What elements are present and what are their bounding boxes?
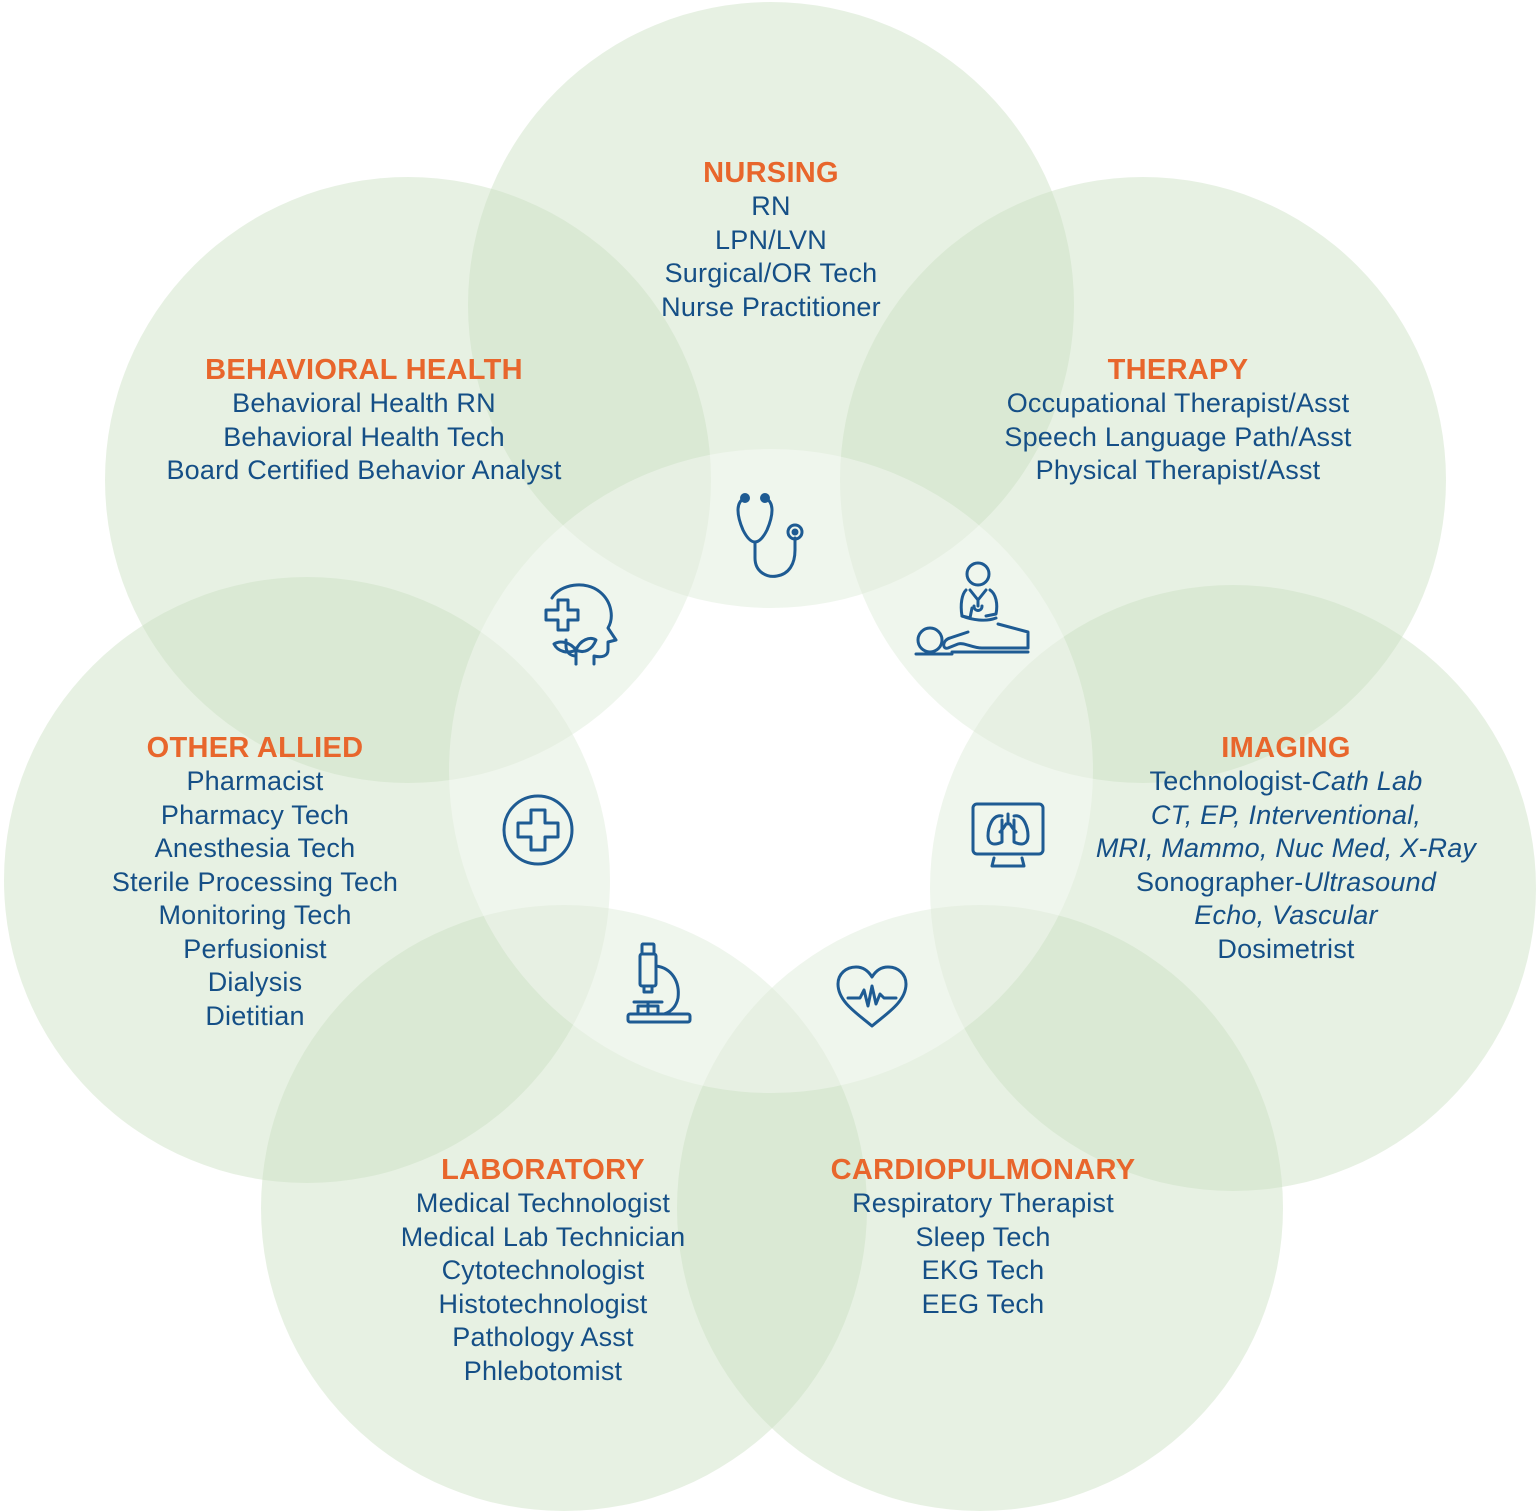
lung-monitor-icon (970, 800, 1046, 870)
list-item: Dietitian (205, 1000, 305, 1031)
list-item: Physical Therapist/Asst (1035, 455, 1321, 485)
list-item: Cytotechnologist (441, 1255, 645, 1285)
item-text-italic: Echo, Vascular (1194, 900, 1378, 930)
list-item: Perfusionist (183, 933, 327, 964)
group-title: CARDIOPULMONARY (830, 1154, 1136, 1186)
list-item: Medical Lab Technician (400, 1221, 686, 1252)
item-text: Dosimetrist (1217, 933, 1355, 964)
circle-laboratory (261, 905, 867, 1511)
item-text-italic: CT, EP, Interventional, (1150, 799, 1422, 830)
group-therapy: THERAPY Occupational Therapist/Asst Spee… (1004, 354, 1351, 488)
list-item: Pharmacy Tech (160, 799, 350, 830)
mental-health-icon (530, 578, 622, 668)
circle-therapy (840, 177, 1446, 783)
list-item: Monitoring Tech (158, 900, 352, 930)
list-item: Occupational Therapist/Asst (1006, 388, 1350, 418)
group-other-allied: OTHER ALLIED Pharmacist Pharmacy Tech An… (112, 732, 398, 1033)
group-behavioral-health: BEHAVIORAL HEALTH Behavioral Health RN B… (166, 354, 561, 488)
list-item: MRI, Mammo, Nuc Med, X-Ray (1096, 832, 1476, 866)
list-item: EEG Tech (921, 1288, 1045, 1319)
microscope-icon (624, 940, 694, 1028)
list-item: RN (751, 191, 791, 221)
list-item: Phlebotomist (463, 1355, 623, 1386)
list-item: Nurse Practitioner (661, 291, 881, 322)
list-item: Behavioral Health Tech (223, 421, 505, 452)
stethoscope-icon (733, 490, 811, 582)
group-title: THERAPY (1107, 354, 1249, 386)
list-item: Pharmacist (186, 766, 324, 796)
group-imaging: IMAGING Technologist-Cath Lab CT, EP, In… (1096, 732, 1476, 966)
list-item: Dialysis (207, 967, 303, 997)
list-item: Anesthesia Tech (154, 833, 356, 863)
list-item: Echo, Vascular (1096, 899, 1476, 933)
group-title: LABORATORY (441, 1154, 645, 1186)
list-item: CT, EP, Interventional, (1096, 799, 1476, 833)
group-title: OTHER ALLIED (146, 732, 364, 764)
list-item: Sleep Tech (915, 1221, 1051, 1252)
circle-nursing (468, 2, 1074, 608)
item-text: Technologist- (1149, 766, 1312, 796)
group-cardiopulmonary: CARDIOPULMONARY Respiratory Therapist Sl… (831, 1154, 1136, 1321)
list-item: Respiratory Therapist (852, 1188, 1114, 1218)
physical-therapy-icon (912, 560, 1032, 660)
list-item: Pathology Asst (452, 1322, 634, 1352)
list-item: Sterile Processing Tech (111, 866, 399, 897)
medical-cross-icon (500, 792, 576, 868)
item-text-italic: Cath Lab (1311, 766, 1423, 796)
list-item: Behavioral Health RN (232, 388, 496, 418)
circle-other-allied (4, 577, 610, 1183)
list-item: Histotechnologist (438, 1288, 648, 1319)
list-item: Speech Language Path/Asst (1004, 421, 1352, 452)
list-item: Sonographer-Ultrasound (1096, 866, 1476, 900)
circle-imaging (930, 585, 1536, 1191)
item-text: Sonographer- (1135, 866, 1304, 897)
group-laboratory: LABORATORY Medical Technologist Medical … (401, 1154, 686, 1388)
list-item: Board Certified Behavior Analyst (166, 455, 562, 485)
item-text-italic: Ultrasound (1303, 866, 1437, 897)
group-title: IMAGING (1221, 732, 1351, 764)
heartbeat-icon (834, 964, 910, 1030)
group-title: NURSING (703, 157, 839, 189)
list-item: Dosimetrist (1096, 933, 1476, 967)
item-text-italic: MRI, Mammo, Nuc Med, X-Ray (1095, 833, 1477, 863)
group-nursing: NURSING RN LPN/LVN Surgical/OR Tech Nurs… (661, 157, 881, 324)
list-item: Technologist-Cath Lab (1096, 765, 1476, 799)
list-item: Medical Technologist (415, 1188, 671, 1218)
circle-cardiopulmonary (677, 905, 1283, 1511)
list-item: Surgical/OR Tech (664, 258, 878, 288)
list-item: LPN/LVN (715, 224, 827, 255)
group-title: BEHAVIORAL HEALTH (205, 354, 523, 386)
list-item: EKG Tech (921, 1255, 1045, 1285)
